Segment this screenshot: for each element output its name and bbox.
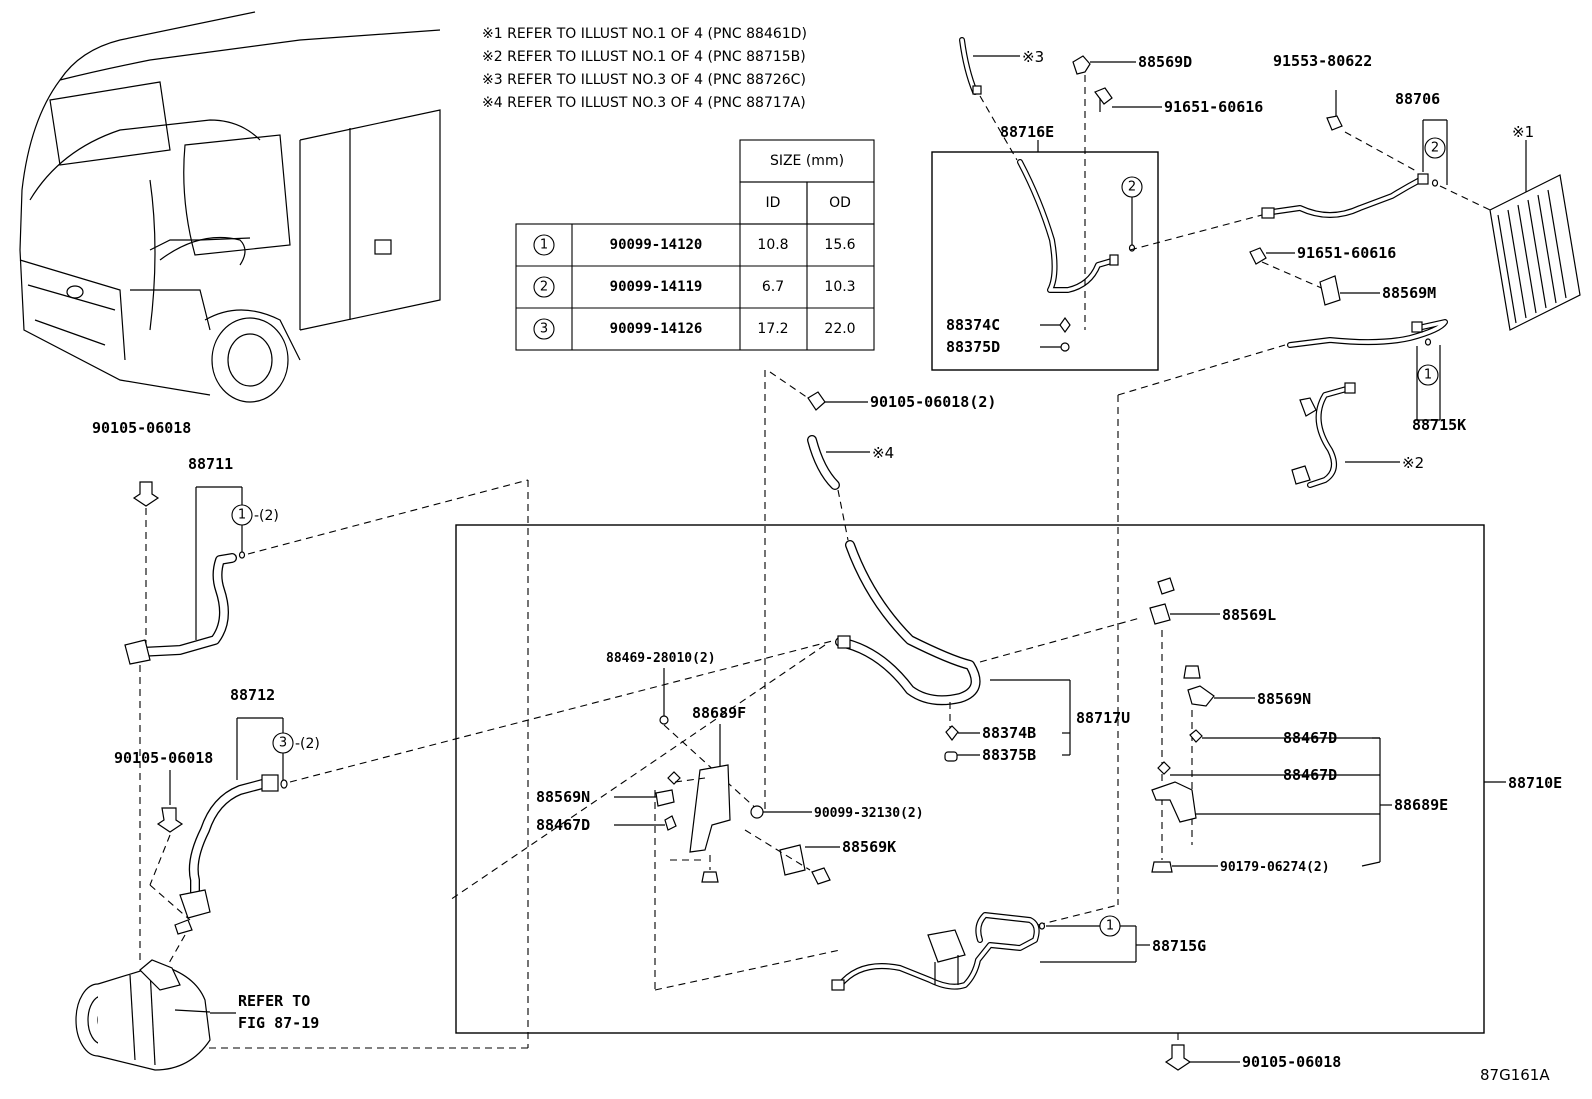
label-88467D-b: 88467D bbox=[1283, 729, 1337, 747]
size-ref-2: 2 bbox=[1128, 180, 1136, 195]
qty-2-label: -(2) bbox=[295, 736, 320, 752]
pipe-88706-group: 88706 2 91553-80622 ※1 91651-60616 88569… bbox=[1129, 52, 1581, 331]
label-90179-06274: 90179-06274(2) bbox=[1220, 860, 1330, 875]
label-fig-87-19: FIG 87-19 bbox=[238, 1014, 319, 1032]
label-88710E: 88710E bbox=[1508, 774, 1562, 792]
note-3: ※3 REFER TO ILLUST NO.3 OF 4 (PNC 88726C… bbox=[482, 72, 806, 88]
size-ref-1: 1 bbox=[238, 508, 246, 523]
hose-88717-group: 90105-06018(2) ※4 bbox=[764, 370, 996, 810]
table-row-id: 6.7 bbox=[762, 279, 784, 295]
table-row-ref: 3 bbox=[540, 322, 548, 337]
size-ref-3: 3 bbox=[279, 736, 287, 751]
illustration-id: 87G161A bbox=[1480, 1066, 1550, 1084]
label-91651-60616-a: 91651-60616 bbox=[1164, 98, 1263, 116]
label-88374B: 88374B bbox=[982, 724, 1036, 742]
table-row-od: 15.6 bbox=[824, 237, 855, 253]
label-88375D: 88375D bbox=[946, 338, 1000, 356]
table-row-ref: 2 bbox=[540, 280, 548, 295]
reference-notes: ※1 REFER TO ILLUST NO.1 OF 4 (PNC 88461D… bbox=[482, 26, 807, 111]
table-row-part: 90099-14119 bbox=[610, 279, 703, 295]
marker-1: ※1 bbox=[1512, 123, 1534, 141]
hose-88712-group: 88712 3 -(2) 90105-06018 bbox=[114, 480, 837, 1049]
pipe-88715K-group: 1 88715K ※2 bbox=[1117, 319, 1466, 905]
label-90105-06018-b: 90105-06018 bbox=[114, 749, 213, 767]
label-88467D-a: 88467D bbox=[536, 816, 590, 834]
label-88569L: 88569L bbox=[1222, 606, 1276, 624]
label-90105-06018-a: 90105-06018 bbox=[92, 419, 191, 437]
label-88689E: 88689E bbox=[1394, 796, 1448, 814]
ac-compressor-illustration: REFER TO FIG 87-19 bbox=[75, 959, 319, 1071]
label-88706: 88706 bbox=[1395, 90, 1440, 108]
label-88569M: 88569M bbox=[1382, 284, 1436, 302]
table-row-part: 90099-14120 bbox=[610, 237, 703, 253]
size-table: SIZE (mm) ID OD 1 90099-14120 10.8 15.6 … bbox=[515, 139, 875, 351]
label-88715G: 88715G bbox=[1152, 937, 1206, 955]
note-4: ※4 REFER TO ILLUST NO.3 OF 4 (PNC 88717A… bbox=[482, 95, 806, 111]
note-1: ※1 REFER TO ILLUST NO.1 OF 4 (PNC 88461D… bbox=[482, 26, 807, 42]
label-88569N-b: 88569N bbox=[1257, 690, 1311, 708]
note-2: ※2 REFER TO ILLUST NO.1 OF 4 (PNC 88715B… bbox=[482, 49, 806, 65]
size-header: SIZE (mm) bbox=[770, 153, 844, 169]
marker-2: ※2 bbox=[1402, 454, 1424, 472]
label-88469-28010: 88469-28010(2) bbox=[606, 651, 716, 666]
assembly-88710E-box: 88710E 88717U 88374B 88375B 88569L 88469… bbox=[449, 524, 1562, 1034]
label-90099-32130: 90099-32130(2) bbox=[814, 806, 924, 821]
label-91553-80622: 91553-80622 bbox=[1273, 52, 1372, 70]
table-row-od: 10.3 bbox=[824, 279, 855, 295]
label-refer-to: REFER TO bbox=[238, 992, 310, 1010]
label-90105-06018-c: 90105-06018 bbox=[1242, 1053, 1341, 1071]
label-88569N-a: 88569N bbox=[536, 788, 590, 806]
size-ref-1: 1 bbox=[1106, 919, 1114, 934]
label-88715K: 88715K bbox=[1412, 416, 1466, 434]
label-88712: 88712 bbox=[230, 686, 275, 704]
label-88375B: 88375B bbox=[982, 746, 1036, 764]
size-ref-2: 2 bbox=[1431, 141, 1439, 156]
label-90105-06018-2: 90105-06018(2) bbox=[870, 393, 996, 411]
label-88569D: 88569D bbox=[1138, 53, 1192, 71]
hose-88716E-group: ※3 88569D 91651-60616 88716E 2 88374C 88… bbox=[931, 37, 1263, 371]
label-88569K: 88569K bbox=[842, 838, 896, 856]
table-row-od: 22.0 bbox=[824, 321, 855, 337]
label-91651-60616-b: 91651-60616 bbox=[1297, 244, 1396, 262]
col-id-header: ID bbox=[766, 195, 781, 211]
size-ref-1: 1 bbox=[1424, 368, 1432, 383]
label-88711: 88711 bbox=[188, 455, 233, 473]
vehicle-cab-illustration bbox=[19, 11, 441, 403]
table-row-id: 17.2 bbox=[757, 321, 788, 337]
label-88467D-c: 88467D bbox=[1283, 766, 1337, 784]
table-row-part: 90099-14126 bbox=[610, 321, 703, 337]
table-row-id: 10.8 bbox=[757, 237, 788, 253]
qty-2-label: -(2) bbox=[254, 508, 279, 524]
hose-88711-group: 90105-06018 88711 1 -(2) bbox=[92, 419, 529, 960]
bolt-90105-06018-bottom: 90105-06018 bbox=[1164, 1033, 1341, 1071]
table-row-ref: 1 bbox=[540, 238, 548, 253]
label-88717U: 88717U bbox=[1076, 709, 1130, 727]
col-od-header: OD bbox=[829, 195, 851, 211]
label-88689F: 88689F bbox=[692, 704, 746, 722]
label-88716E: 88716E bbox=[1000, 123, 1054, 141]
marker-3: ※3 bbox=[1022, 48, 1044, 66]
label-88374C: 88374C bbox=[946, 316, 1000, 334]
marker-4: ※4 bbox=[872, 444, 894, 462]
